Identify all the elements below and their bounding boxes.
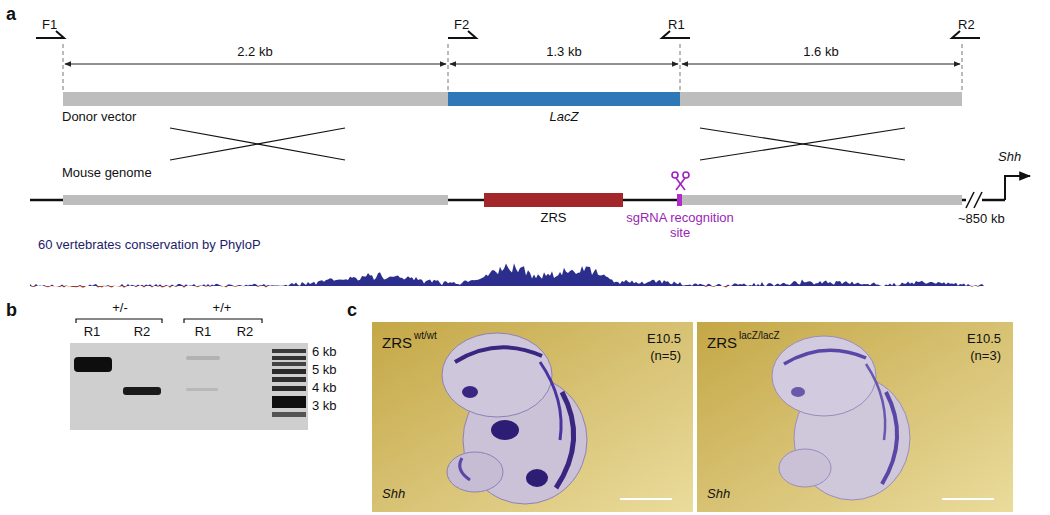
embryo-photo: ZRSlacZ/lacZ E10.5 (n=3) Shh	[697, 322, 1013, 512]
site-label: sgRNA recognition site	[625, 211, 735, 241]
gel-brackets	[76, 319, 262, 323]
guide-lines	[63, 44, 962, 92]
track-title: 60 vertebrates conservation by PhyloP	[38, 238, 261, 253]
scale-bar	[620, 498, 672, 500]
track-name: Mouse genome	[62, 166, 152, 181]
conservation-track	[30, 263, 985, 288]
genotype-label: +/-	[112, 301, 128, 316]
panel-letter: b	[6, 300, 17, 321]
primer-name: R1	[668, 18, 685, 33]
lane-label: R1	[195, 325, 212, 340]
dimension-label: 1.3 kb	[546, 45, 581, 60]
primer-name: R2	[958, 18, 975, 33]
node-text: wt/wt	[414, 330, 437, 342]
node-text: Shh	[382, 487, 405, 502]
node-text: ZRS	[382, 334, 412, 351]
embryo-mutant	[772, 336, 910, 500]
size-marker: 5 kb	[312, 363, 337, 378]
crossover-lines	[170, 128, 905, 160]
dimension-label: 1.6 kb	[803, 45, 838, 60]
lane-label: R2	[134, 325, 151, 340]
node-text: E10.5	[967, 332, 1001, 347]
photo-ground	[372, 322, 693, 512]
node-text: ZRS	[541, 211, 567, 226]
scale-bar	[942, 498, 994, 500]
embryo-photo: ZRSwt/wt E10.5 (n=5) Shh	[372, 322, 693, 512]
lane-label: R2	[237, 325, 254, 340]
panel-letter: c	[347, 300, 357, 321]
distance-label: ~850 kb	[958, 212, 1005, 227]
size-marker: 6 kb	[312, 345, 337, 360]
panel-letter: a	[6, 4, 16, 25]
node-text: lacZ/lacZ	[739, 330, 780, 342]
scissors-icon	[672, 172, 689, 190]
node-text: ZRS	[707, 334, 737, 351]
node-text: (n=5)	[650, 349, 681, 364]
size-marker: 4 kb	[312, 381, 337, 396]
gel-image	[70, 343, 308, 430]
dimension-label: 2.2 kb	[237, 45, 272, 60]
primer-arrows	[36, 31, 980, 38]
embryo-wt	[442, 333, 587, 504]
genotype-label: +/+	[213, 301, 232, 316]
node-text: LacZ	[550, 110, 579, 125]
photo-ground	[697, 322, 1013, 512]
genome-line	[30, 176, 1030, 208]
dimension-arrows	[65, 64, 960, 65]
homology-arm	[680, 92, 962, 106]
node-text: (n=3)	[970, 349, 1001, 364]
primer-name: F2	[454, 18, 469, 33]
primer-name: F1	[42, 18, 57, 33]
node-text: Shh	[707, 487, 730, 502]
gene-name: Shh	[998, 150, 1021, 165]
lane-label: R1	[84, 325, 101, 340]
lacz-cassette: LacZ	[448, 92, 680, 106]
node-text: E10.5	[647, 332, 681, 347]
homology-arm	[63, 92, 448, 106]
zrs-element: ZRS	[484, 193, 623, 207]
size-marker: 3 kb	[312, 399, 337, 414]
conservation-dips	[30, 286, 985, 288]
conservation-peaks	[30, 263, 985, 286]
track-name: Donor vector	[62, 110, 136, 125]
